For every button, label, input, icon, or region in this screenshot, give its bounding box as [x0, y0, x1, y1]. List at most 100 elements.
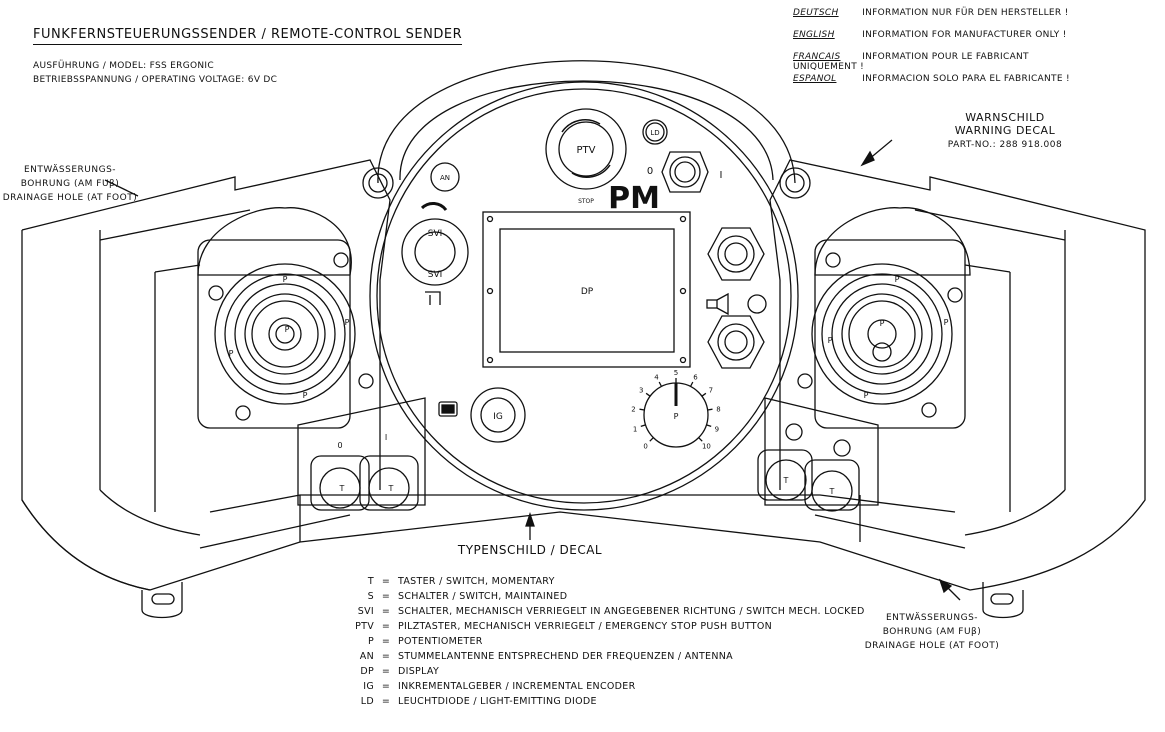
- dial-tick-label: 1: [633, 425, 637, 433]
- dial-tick-mark: [658, 381, 663, 387]
- legend-row: LD=LEUCHTDIODE / LIGHT-EMITTING DIODE: [340, 694, 865, 709]
- center-panel: [369, 81, 799, 511]
- legend-abbr: P: [367, 636, 374, 647]
- stop-label: STOP: [578, 198, 594, 205]
- dial-tick-label: 3: [639, 387, 643, 395]
- dial-tick-mark: [649, 437, 654, 442]
- right-button-module: [757, 397, 879, 512]
- lang-name: FRANCAIS: [793, 52, 841, 62]
- lang-text: INFORMATION POUR LE FABRICANT UNIQUEMENT…: [793, 52, 1029, 72]
- right-t2-label: T: [829, 487, 835, 496]
- lang-text: INFORMATION FOR MANUFACTURER ONLY !: [862, 30, 1067, 40]
- drain-right-1: ENTWÄSSERUNGS-: [885, 613, 979, 623]
- right-t1-label: T: [783, 476, 789, 485]
- legend-text: SCHALTER, MECHANISCH VERRIEGELT IN ANGEG…: [398, 606, 865, 617]
- drain-left-3: DRAINAGE HOLE (AT FOOT): [2, 193, 138, 203]
- model-line: AUSFÜHRUNG / MODEL: FSS ERGONIC: [33, 61, 214, 71]
- legend-abbr: DP: [360, 666, 374, 677]
- dial-tick-mark: [698, 437, 703, 442]
- locked-switch[interactable]: [401, 202, 469, 305]
- legend-row: T=TASTER / SWITCH, MOMENTARY: [340, 574, 865, 589]
- left-t1-label: T: [339, 484, 345, 493]
- legend-row: DP=DISPLAY: [340, 664, 865, 679]
- legend-row: SVI=SCHALTER, MECHANISCH VERRIEGELT IN A…: [340, 604, 865, 619]
- dp-label: DP: [581, 287, 594, 297]
- right-joystick[interactable]: [797, 207, 971, 429]
- legend-abbr: AN: [359, 651, 374, 662]
- left-t2-label: T: [388, 484, 394, 493]
- legend-row: AN = STUMMELANTENNE ENTSPRECHEND DER FREQU…: [340, 649, 865, 664]
- an-label: AN: [440, 174, 450, 182]
- ig-label: IG: [493, 412, 503, 422]
- legend-equals: =: [381, 681, 391, 692]
- housing-outline: [21, 159, 1146, 619]
- dial-tick-label: 10: [702, 442, 711, 450]
- legend-equals: =: [381, 696, 391, 707]
- drain-left-2: BOHRUNG (AM FUβ): [20, 179, 120, 189]
- lang-row: FRANCAIS INFORMATION POUR LE FABRICANT U…: [793, 52, 1093, 72]
- decal-callout: TYPENSCHILD / DECAL: [457, 543, 603, 557]
- dial-tick-label: 7: [709, 387, 713, 395]
- callout-arrows: [104, 139, 961, 601]
- right-joy-p2: P: [944, 318, 949, 327]
- legend-equals: =: [381, 591, 391, 602]
- legend-abbr: T: [367, 576, 374, 587]
- lang-row: ENGLISH INFORMATION FOR MANUFACTURER ONL…: [793, 30, 1093, 40]
- key-switch[interactable]: [661, 151, 709, 193]
- lang-text: INFORMACION SOLO PARA EL FABRICANTE !: [862, 74, 1070, 84]
- lang-row: ESPANOL INFORMACION SOLO PARA EL FABRICA…: [793, 74, 1093, 84]
- dial-tick-mark: [706, 424, 712, 428]
- legend-abbr: S: [367, 591, 374, 602]
- legend-abbr: PTV: [355, 621, 374, 632]
- svi-top-label: SVI: [428, 229, 443, 239]
- right-joy-p5: P: [880, 319, 885, 328]
- legend-row: P=POTENTIOMETER: [340, 634, 865, 649]
- lang-text: INFORMATION NUR FÜR DEN HERSTELLER !: [862, 8, 1069, 18]
- left-joy-p3: P: [229, 349, 234, 358]
- led: [642, 119, 668, 145]
- right-toggle-lower[interactable]: [707, 315, 765, 369]
- left-joy-p5: P: [285, 325, 290, 334]
- legend-abbr: IG: [363, 681, 374, 692]
- warning-en: WARNING DECAL: [954, 124, 1056, 137]
- legend-equals: =: [381, 636, 391, 647]
- left-joy-p2: P: [345, 318, 350, 327]
- warning-decal-callout: WARNSCHILD WARNING DECAL PART-NO.: 288 9…: [925, 111, 1085, 150]
- drawing-labels: PTV STOP LD AN DP IG SVI SVI PM P 0 I T …: [229, 129, 949, 496]
- antenna: [430, 162, 460, 192]
- legend-text: LEUCHTDIODE / LIGHT-EMITTING DIODE: [398, 696, 597, 707]
- right-toggle-upper[interactable]: [707, 227, 765, 281]
- legend-text: DISPLAY: [398, 666, 440, 677]
- ptv-label: PTV: [577, 145, 596, 156]
- incremental-encoder[interactable]: [470, 387, 526, 443]
- left-switch-1: I: [385, 433, 387, 442]
- right-joy-p1: P: [895, 275, 900, 284]
- legend-row: S = SCHALTER / SWITCH, MAINTAINED: [340, 589, 865, 604]
- legend-equals: =: [381, 651, 391, 662]
- left-joystick[interactable]: [197, 207, 374, 429]
- legend-abbr: SVI: [357, 606, 374, 617]
- left-switch-0: 0: [337, 441, 342, 450]
- voltage-line: BETRIEBSSPANNUNG / OPERATING VOLTAGE: 6V…: [33, 75, 278, 85]
- left-button-module: [297, 397, 426, 511]
- lang-name: ESPANOL: [793, 74, 837, 84]
- display-button[interactable]: [438, 401, 458, 417]
- dial-tick-mark: [707, 408, 713, 411]
- dial-tick-label: 0: [643, 442, 647, 450]
- legend-text: SCHALTER / SWITCH, MAINTAINED: [398, 591, 568, 602]
- drain-left-callout: ENTWÄSSERUNGS- BOHRUNG (AM FUβ) DRAINAGE…: [0, 163, 140, 205]
- emergency-stop[interactable]: [545, 108, 627, 190]
- ld-label: LD: [650, 129, 659, 137]
- drain-right-callout: ENTWÄSSERUNGS- BOHRUNG (AM FUβ) DRAINAGE…: [862, 611, 1002, 653]
- dial-tick-mark: [640, 424, 646, 428]
- dial-tick-label: 9: [715, 425, 719, 433]
- dial-tick-mark: [701, 392, 707, 397]
- legend-text: STUMMELANTENNE ENTSPRECHEND DER FREQUENZ…: [398, 651, 733, 662]
- drain-right-2: BOHRUNG (AM FUβ): [882, 627, 982, 637]
- legend-text: PILZTASTER, MECHANISCH VERRIEGELT / EMER…: [398, 621, 773, 632]
- display: [482, 211, 691, 368]
- legend-text: INKREMENTALGEBER / INCREMENTAL ENCODER: [398, 681, 636, 692]
- left-joy-p4: P: [303, 391, 308, 400]
